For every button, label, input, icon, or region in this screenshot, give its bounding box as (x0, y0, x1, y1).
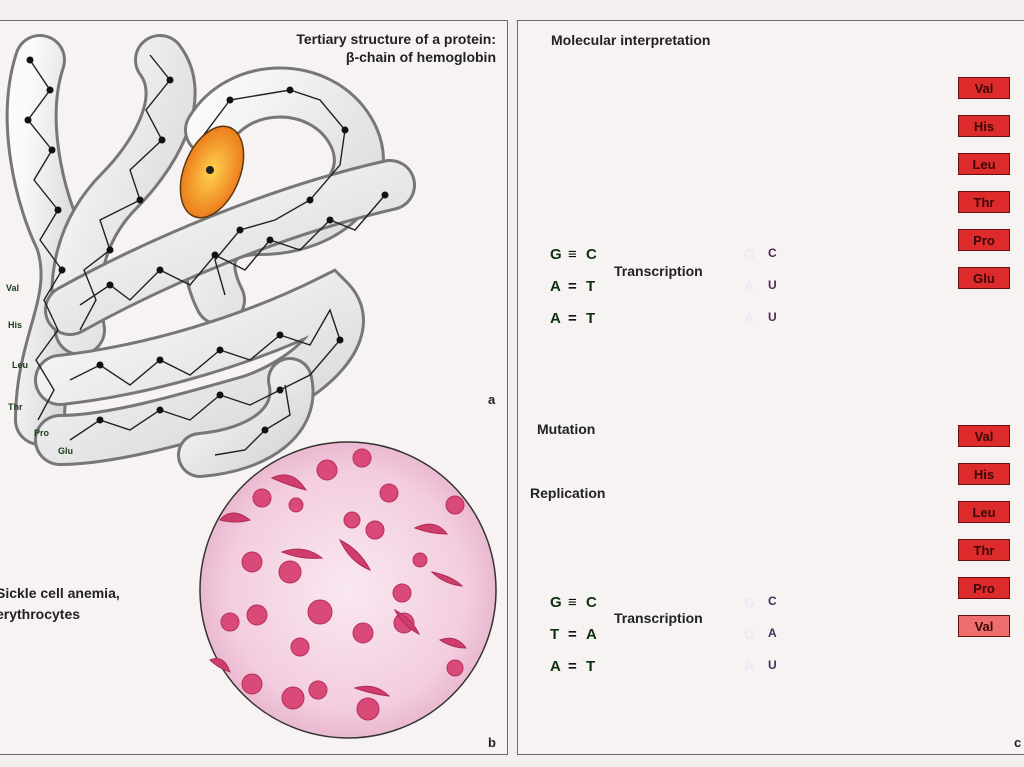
protein-title-line1: Tertiary structure of a protein: (296, 31, 496, 47)
anticodon-base: U (768, 278, 777, 292)
chain-residue-label: Glu (58, 446, 73, 456)
amino-acid-box: Leu (958, 153, 1010, 175)
protein-tube (5, 34, 416, 478)
base-pair-bond: = (568, 658, 577, 675)
residue-dots (24, 56, 389, 434)
amino-acid-box: Val (958, 615, 1010, 637)
sickle-caption-line2: erythrocytes (0, 606, 81, 622)
mutation-label: Mutation (537, 421, 596, 437)
amino-acid-box: Thr (958, 191, 1010, 213)
anticodon-base: U (768, 310, 777, 324)
dna-template-base: A (550, 278, 561, 295)
anticodon-base: C (768, 594, 777, 608)
amino-acid-box: Val (958, 425, 1010, 447)
mrna-base: A (744, 278, 755, 294)
dna-coding-base: A (586, 626, 597, 643)
chain-residue-label: Val (6, 283, 20, 293)
chain-residue-label: Leu (12, 360, 29, 370)
dna-coding-base: T (586, 658, 596, 675)
amino-acid-box: Pro (958, 229, 1010, 251)
transcription-label-top: Transcription (614, 263, 703, 279)
protein-title: Tertiary structure of a protein: β-chain… (246, 30, 496, 66)
anticodon-base: U (768, 658, 777, 672)
dna-coding-base: T (586, 310, 596, 327)
dna-coding-base: T (586, 278, 596, 295)
iron-atom (206, 166, 214, 174)
sickle-caption-line1: Sickle cell anemia, (0, 585, 120, 601)
mrna-base: A (744, 310, 755, 326)
amino-acid-box: His (958, 115, 1010, 137)
dna-coding-base: C (586, 246, 597, 263)
transcription-label-bottom: Transcription (614, 610, 703, 626)
replication-label: Replication (530, 485, 606, 501)
amino-acid-box: Thr (958, 539, 1010, 561)
molecular-title: Molecular interpretation (551, 32, 711, 48)
panel-label-c: c (1014, 735, 1022, 750)
dna-template-base: A (550, 310, 561, 327)
amino-acid-box: Val (958, 77, 1010, 99)
chain-residue-label: Thr (8, 402, 23, 412)
dna-template-base: G (550, 594, 562, 611)
amino-acid-box: Pro (958, 577, 1010, 599)
dna-coding-base: C (586, 594, 597, 611)
mrna-base: A (744, 658, 755, 674)
protein-title-line2: β-chain of hemoglobin (345, 49, 496, 65)
base-pair-bond: = (568, 278, 577, 295)
anticodon-base: C (768, 246, 777, 260)
mrna-base: G (744, 594, 755, 610)
dna-template-base: A (550, 658, 561, 675)
amino-acid-box: His (958, 463, 1010, 485)
dna-template-base: T (550, 626, 560, 643)
base-pair-bond: = (568, 626, 577, 643)
sickle-caption: Sickle cell anemia, erythrocytes (0, 583, 120, 625)
right-panel (517, 20, 1024, 755)
mrna-base: G (744, 246, 755, 262)
panel-label-a: a (488, 392, 496, 407)
chain-residue-label: Pro (34, 428, 50, 438)
anticodon-base: A (768, 626, 777, 640)
base-pair-bond: ≡ (568, 246, 577, 263)
base-pair-bond: ≡ (568, 594, 577, 611)
chain-residue-label: His (8, 320, 23, 330)
amino-acid-box: Leu (958, 501, 1010, 523)
panel-label-b: b (488, 735, 496, 750)
amino-acid-box: Glu (958, 267, 1010, 289)
base-pair-bond: = (568, 310, 577, 327)
dna-template-base: G (550, 246, 562, 263)
mrna-base: U (744, 626, 755, 642)
blood-smear (199, 441, 497, 739)
